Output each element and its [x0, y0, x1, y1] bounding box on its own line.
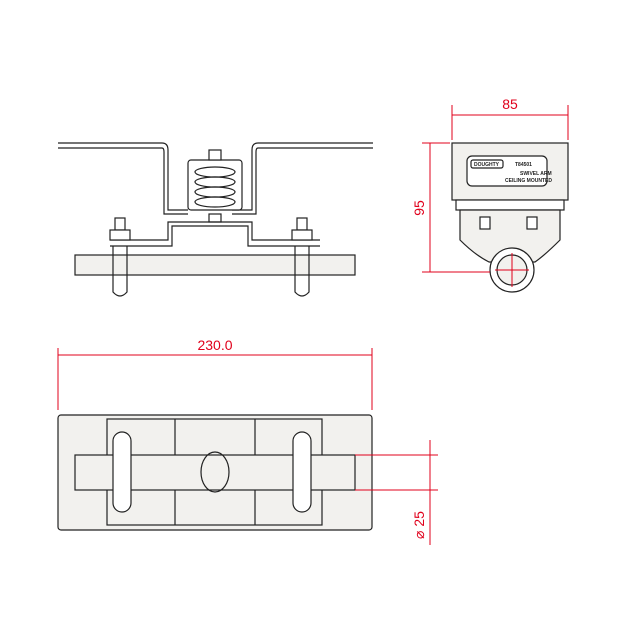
bracket [110, 221, 320, 247]
u-bolt-right [292, 431, 312, 513]
spring-hub [200, 451, 230, 493]
bolt-left [479, 216, 491, 230]
bottom-nut [208, 213, 222, 223]
u-bolt-left [112, 246, 128, 297]
label-line2: CEILING MOUNTED [505, 178, 552, 184]
dim-diameter: ⌀ 25 [411, 511, 427, 539]
dimensions: 85 95 230.0 ⌀ 25 [57, 96, 569, 545]
base-plate [455, 199, 565, 211]
dim-width: 85 [502, 96, 518, 112]
front-view [58, 142, 373, 297]
bolt-left [114, 217, 126, 231]
side-view: DOUGHTY T84501 SWIVEL ARM CEILING MOUNTE… [451, 142, 569, 293]
brand-text: DOUGHTY [474, 162, 500, 168]
spring [194, 166, 236, 208]
bolt-right [296, 217, 308, 231]
tube [74, 254, 356, 276]
brand-box [470, 159, 504, 169]
top-view [57, 414, 373, 531]
label-line1: SWIVEL ARM [520, 171, 552, 177]
mounting-plate [58, 142, 373, 215]
part-number: T84501 [515, 162, 532, 168]
u-bolt-right [294, 246, 310, 297]
dim-length: 230.0 [197, 337, 232, 353]
bolt-right [526, 216, 538, 230]
nut-right [291, 229, 313, 241]
nut-left [109, 229, 131, 241]
dim-height: 95 [411, 200, 427, 216]
top-nut [208, 149, 222, 161]
u-bolt-left [112, 431, 132, 513]
